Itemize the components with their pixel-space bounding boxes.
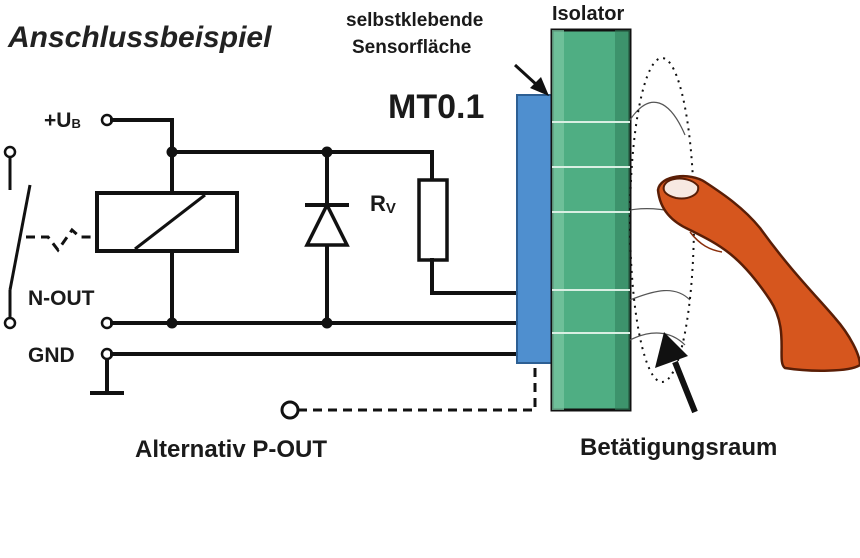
junction-dot	[166, 317, 178, 329]
arrow-icon	[655, 332, 698, 414]
diode-icon	[304, 152, 350, 323]
actuation-zone-label: Betätigungsraum	[580, 434, 777, 461]
diagram-title: Anschlussbeispiel	[7, 21, 272, 54]
sensor-model-label: MT0.1	[388, 88, 484, 126]
gnd-label: GND	[28, 344, 75, 367]
p-out-terminal	[280, 400, 300, 420]
resistor-to-sensor-wire	[430, 258, 519, 295]
alt-p-out-label: Alternativ P-OUT	[135, 436, 327, 463]
finger-icon	[656, 174, 860, 372]
supply-label: +UB	[44, 109, 81, 132]
n-out-label: N-OUT	[28, 287, 95, 310]
resistor-label: RV	[370, 191, 396, 217]
junction-dot	[321, 317, 333, 329]
insulator-block	[550, 28, 632, 412]
switch-icon	[3, 145, 32, 330]
adhesive-label-line1: selbstklebende	[346, 10, 483, 31]
resistor-icon	[417, 178, 449, 262]
insulator-label: Isolator	[552, 3, 624, 25]
top-rail-wire	[110, 118, 434, 182]
ground-icon	[90, 359, 124, 395]
sensor-pad	[516, 94, 554, 364]
relay-link-dashed	[26, 227, 97, 253]
adhesive-label-line2: Sensorfläche	[352, 37, 471, 58]
pointer-arrow-icon	[513, 63, 549, 96]
relay-coil-icon	[95, 191, 239, 253]
p-out-dashed-wire	[298, 360, 537, 412]
